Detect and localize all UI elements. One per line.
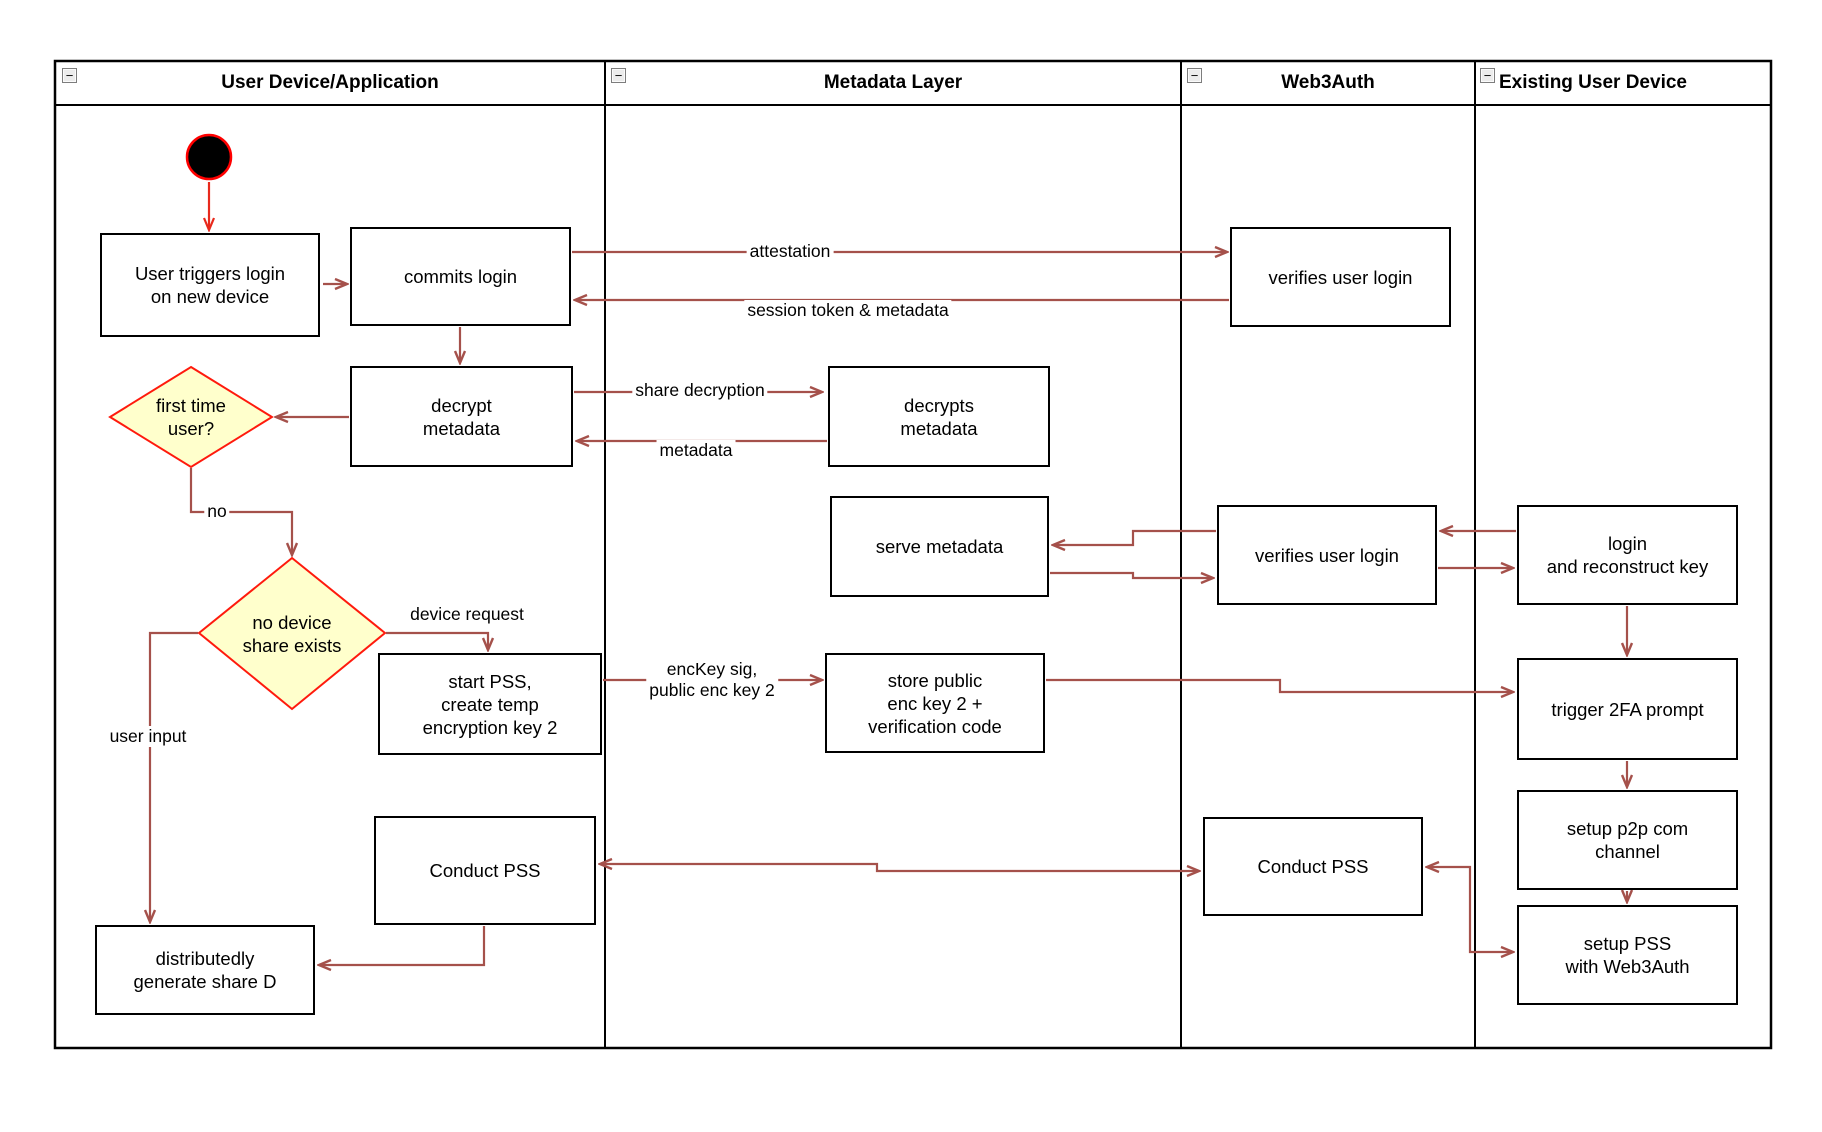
- activity-decrypt-metadata[interactable]: decrypt metadata: [350, 366, 573, 467]
- decision-first-time-user-shape[interactable]: [108, 365, 274, 469]
- decision-no-device-share-shape[interactable]: [197, 556, 387, 711]
- activity-user-triggers-login[interactable]: User triggers login on new device: [100, 233, 320, 337]
- edge-label-attestation: attestation: [746, 241, 834, 262]
- edge-label-enckey: encKey sig, public enc key 2: [646, 659, 778, 701]
- lane-title-user-device: User Device/Application: [221, 72, 439, 93]
- collapse-lane-button[interactable]: −: [611, 68, 626, 83]
- lane-title-existing-device: Existing User Device: [1499, 72, 1687, 93]
- edge-user-input: [150, 631, 198, 921]
- edge-label-no: no: [204, 501, 230, 522]
- activity-generate-share-d[interactable]: distributedly generate share D: [95, 925, 315, 1015]
- edge-serve-to-verifies: [1050, 573, 1212, 578]
- edge-conductpss-setuppss: [1428, 867, 1512, 952]
- edge-label-session-token: session token & metadata: [744, 300, 952, 321]
- activity-trigger-2fa[interactable]: trigger 2FA prompt: [1517, 658, 1738, 760]
- activity-setup-pss[interactable]: setup PSS with Web3Auth: [1517, 905, 1738, 1005]
- activity-serve-metadata[interactable]: serve metadata: [830, 496, 1049, 597]
- activity-login-reconstruct-key[interactable]: login and reconstruct key: [1517, 505, 1738, 605]
- collapse-lane-button[interactable]: −: [1187, 68, 1202, 83]
- activity-verifies-user-login-top[interactable]: verifies user login: [1230, 227, 1451, 327]
- activity-setup-p2p[interactable]: setup p2p com channel: [1517, 790, 1738, 890]
- collapse-lane-button[interactable]: −: [1480, 68, 1495, 83]
- edge-conductpss-link: [601, 864, 1198, 871]
- edge-conductpss-to-shared: [320, 926, 486, 965]
- minus-icon: −: [65, 68, 74, 83]
- decision-no-device-share[interactable]: no device share exists: [242, 612, 342, 656]
- edge-store-to-2fa: [1046, 678, 1512, 692]
- decision-first-time-user[interactable]: first time user?: [156, 395, 226, 439]
- activity-commits-login[interactable]: commits login: [350, 227, 571, 326]
- activity-conduct-pss-web3auth[interactable]: Conduct PSS: [1203, 817, 1423, 916]
- minus-icon: −: [1483, 68, 1492, 83]
- lane-title-web3auth: Web3Auth: [1281, 72, 1375, 93]
- activity-verifies-user-login-mid[interactable]: verifies user login: [1217, 505, 1437, 605]
- edge-device-request: [386, 631, 488, 649]
- edge-label-metadata: metadata: [656, 440, 736, 461]
- activity-conduct-pss-user[interactable]: Conduct PSS: [374, 816, 596, 925]
- minus-icon: −: [1190, 68, 1199, 83]
- edge-no-branch: [189, 468, 292, 554]
- edge-label-device-request: device request: [410, 604, 524, 624]
- activity-decrypts-metadata[interactable]: decrypts metadata: [828, 366, 1050, 467]
- collapse-lane-button[interactable]: −: [62, 68, 77, 83]
- start-node[interactable]: [185, 133, 233, 181]
- minus-icon: −: [614, 68, 623, 83]
- edge-label-user-input: user input: [106, 726, 190, 747]
- activity-start-pss[interactable]: start PSS, create temp encryption key 2: [378, 653, 602, 755]
- lane-title-metadata-layer: Metadata Layer: [823, 72, 963, 93]
- edge-label-share-decryption: share decryption: [632, 380, 768, 401]
- activity-store-public-key[interactable]: store public enc key 2 + verification co…: [825, 653, 1045, 753]
- edge-verifies-to-serve: [1054, 529, 1216, 545]
